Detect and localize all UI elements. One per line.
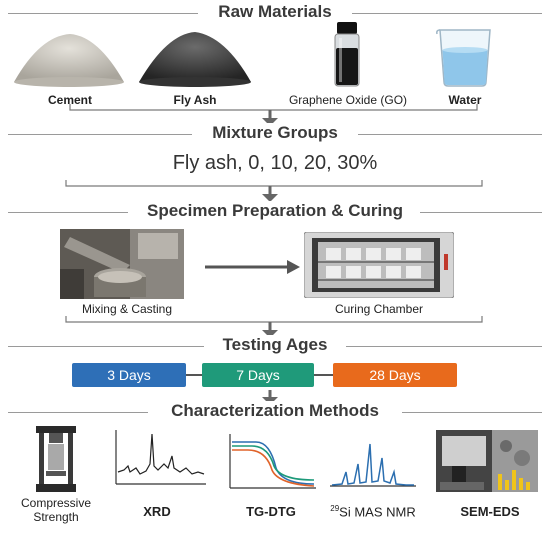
divider-mix-right: [358, 134, 542, 135]
bracket-arrow-3: [65, 316, 483, 338]
divider-mix-left: [8, 134, 192, 135]
curing-chamber-icon: [304, 232, 454, 298]
tg-dtg-plot-icon: [229, 434, 316, 489]
nmr-text: Si MAS NMR: [339, 504, 416, 520]
divider-spec-left: [8, 212, 128, 213]
graphene-oxide-label: Graphene Oxide (GO): [288, 93, 408, 107]
raw-materials-title: Raw Materials: [0, 2, 550, 22]
testing-ages-title: Testing Ages: [0, 335, 550, 355]
nmr-superscript: 29: [330, 504, 340, 513]
cement-icon: [14, 34, 124, 87]
water-label: Water: [448, 93, 482, 107]
divider-top-left: [8, 13, 198, 14]
xrd-label: XRD: [143, 504, 171, 519]
fly-ash-icon: [139, 32, 251, 87]
si-mas-nmr-label: 29Si MAS NMR: [318, 504, 428, 519]
mixing-casting-photo: [60, 229, 184, 299]
mixing-casting-label: Mixing & Casting: [81, 302, 173, 316]
process-arrow: [205, 260, 300, 274]
divider-char-right: [402, 412, 542, 413]
sem-eds-icon: [436, 430, 538, 492]
divider-test-left: [8, 346, 204, 347]
bracket-arrow-2: [65, 180, 483, 202]
bracket-arrow-1: [69, 104, 478, 126]
mixture-groups-title: Mixture Groups: [0, 123, 550, 143]
divider-char-left: [8, 412, 148, 413]
curing-chamber-label: Curing Chamber: [334, 302, 424, 316]
water-beaker-icon: [436, 29, 491, 87]
xrd-plot-icon: [115, 430, 206, 485]
characterization-title: Characterization Methods: [0, 401, 550, 421]
graphene-oxide-vial-icon: [334, 22, 360, 87]
stage-28-days: 28 Days: [333, 363, 457, 387]
compressive-press-icon: [36, 426, 76, 492]
sem-eds-label: SEM-EDS: [460, 504, 520, 519]
divider-top-right: [352, 13, 542, 14]
fly-ash-label: Fly Ash: [173, 93, 217, 107]
cement-label: Cement: [47, 93, 92, 107]
compressive-strength-label: Compressive Strength: [20, 496, 92, 524]
mixture-groups-text: Fly ash, 0, 10, 20, 30%: [172, 152, 378, 174]
divider-spec-right: [420, 212, 542, 213]
stage-7-days: 7 Days: [202, 363, 314, 387]
stage-3-days: 3 Days: [72, 363, 186, 387]
tg-dtg-label: TG-DTG: [246, 504, 296, 519]
specimen-title: Specimen Preparation & Curing: [0, 201, 550, 221]
si-nmr-plot-icon: [330, 443, 416, 487]
divider-test-right: [346, 346, 542, 347]
